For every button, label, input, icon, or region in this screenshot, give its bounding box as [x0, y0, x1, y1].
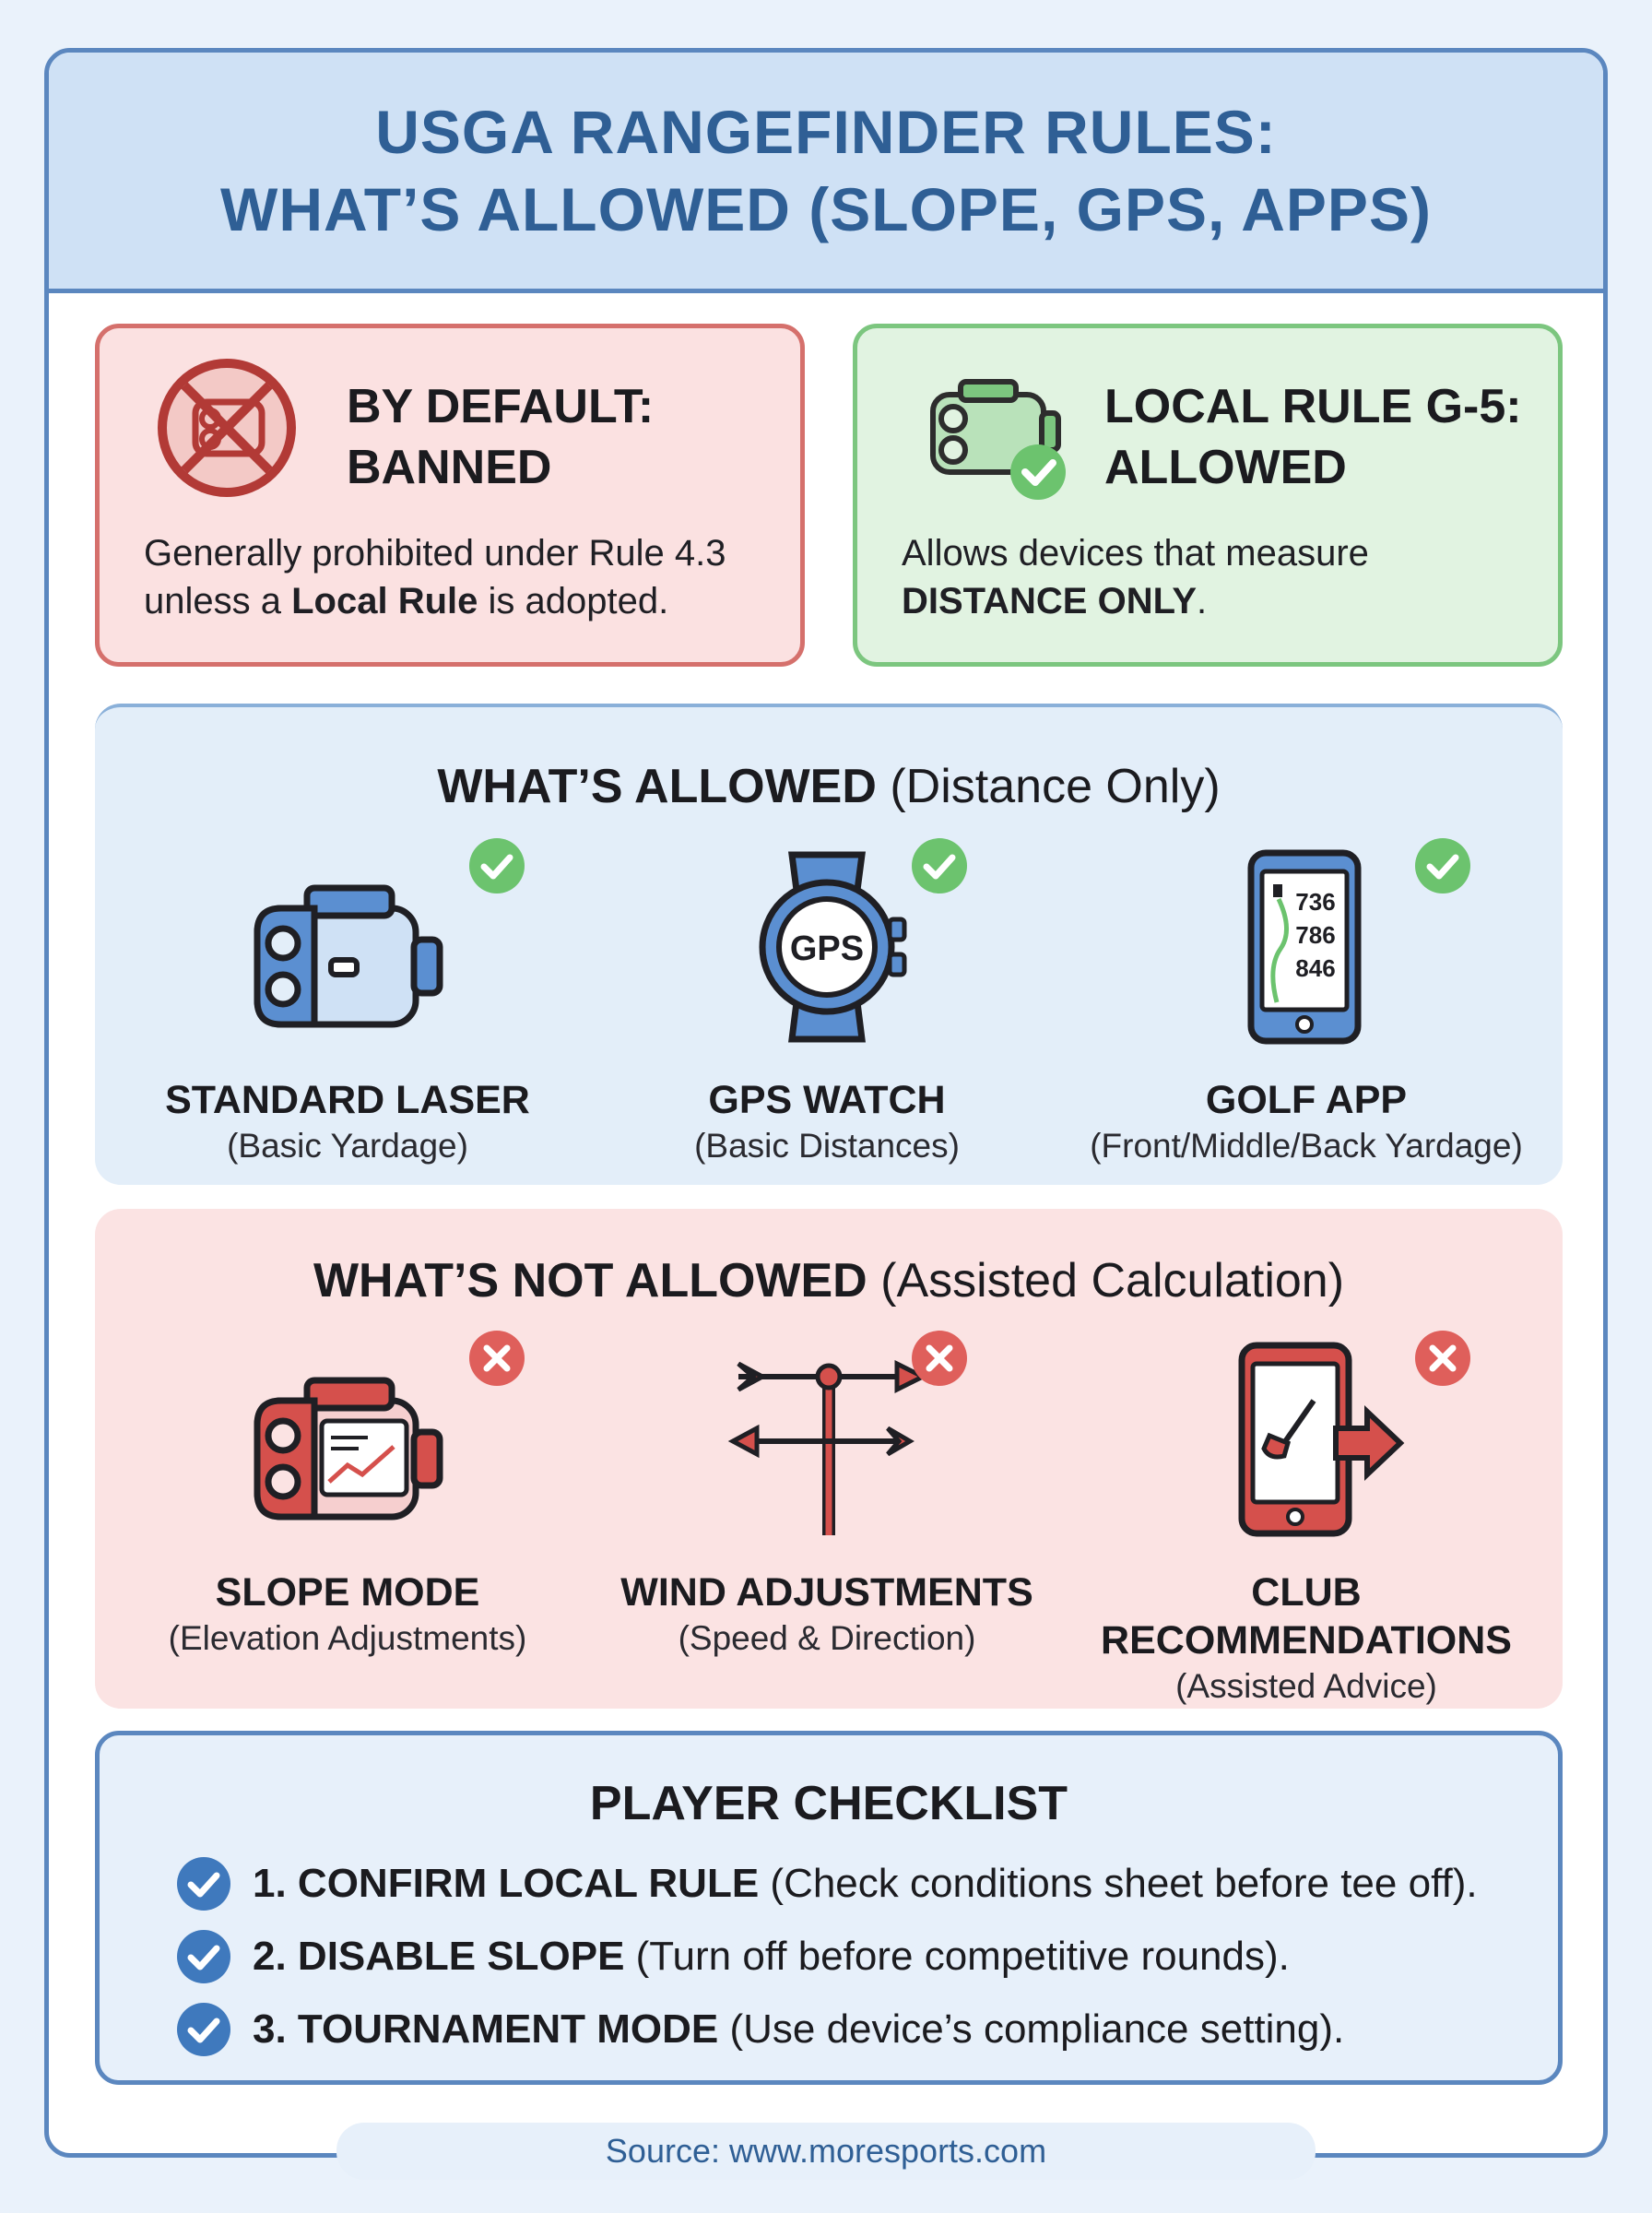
- check-circle-icon: [177, 1857, 230, 1911]
- not-allowed-item-slope-mode: SLOPE MODE (Elevation Adjustments): [108, 1331, 587, 1661]
- check-circle-icon: [177, 1930, 230, 1983]
- local-rule-title: LOCAL RULE G-5: ALLOWED: [1104, 380, 1522, 494]
- not-allowed-section: WHAT’S NOT ALLOWED (Assisted Calculation…: [95, 1209, 1563, 1709]
- item-sub: (Front/Middle/Back Yardage): [1090, 1127, 1523, 1165]
- gps-watch-icon: GPS: [759, 851, 907, 1043]
- check-circle-icon: [177, 2003, 230, 2056]
- item-sub: (Elevation Adjustments): [168, 1619, 527, 1657]
- default-title: BY DEFAULT: BANNED: [347, 380, 655, 494]
- checklist-item: 2. DISABLE SLOPE (Turn off before compet…: [175, 1924, 1290, 1989]
- allowed-item-gps-watch: GPS GPS WATCH (Basic Distances): [587, 838, 1067, 1168]
- rangefinder-check-icon: [930, 379, 1066, 500]
- local-rule-card: LOCAL RULE G-5: ALLOWED Allows devices t…: [853, 324, 1563, 667]
- check-badge-icon: [1415, 838, 1470, 893]
- laser-rangefinder-icon: [254, 884, 443, 1028]
- page-title-line1: USGA RANGEFINDER RULES:: [375, 98, 1277, 166]
- item-name: CLUB RECOMMENDATIONS: [1101, 1570, 1512, 1663]
- source-link[interactable]: Source: www.moresports.com: [336, 2123, 1316, 2180]
- page-header: USGA RANGEFINDER RULES: WHAT’S ALLOWED (…: [49, 53, 1603, 293]
- no-rangefinder-icon: [158, 359, 296, 497]
- checklist-item: 3. TOURNAMENT MODE (Use device’s complia…: [175, 1997, 1344, 2062]
- checklist-title: PLAYER CHECKLIST: [589, 1777, 1068, 1830]
- item-name: GPS WATCH: [708, 1078, 946, 1122]
- local-rule-description: Allows devices that measure DISTANCE ONL…: [902, 533, 1369, 621]
- item-name: GOLF APP: [1205, 1078, 1408, 1122]
- not-allowed-section-title: WHAT’S NOT ALLOWED (Assisted Calculation…: [313, 1254, 1345, 1308]
- allowed-item-golf-app: 736 786 846 GOLF APP (Front/Middle/Back …: [1067, 838, 1546, 1168]
- x-badge-icon: [469, 1331, 525, 1386]
- x-badge-icon: [912, 1331, 967, 1386]
- checklist-item: 1. CONFIRM LOCAL RULE (Check conditions …: [175, 1852, 1478, 1916]
- not-allowed-item-wind: WIND ADJUSTMENTS (Speed & Direction): [587, 1331, 1067, 1661]
- item-sub: (Assisted Advice): [1175, 1667, 1437, 1705]
- x-badge-icon: [1415, 1331, 1470, 1386]
- default-description: Generally prohibited under Rule 4.3 unle…: [144, 533, 726, 621]
- not-allowed-item-club-recommendations: CLUB RECOMMENDATIONS (Assisted Advice): [1067, 1331, 1546, 1709]
- default-banned-card: BY DEFAULT: BANNED Generally prohibited …: [95, 324, 805, 667]
- item-sub: (Basic Distances): [694, 1127, 960, 1165]
- gps-watch-label: GPS: [790, 929, 864, 968]
- app-yardage-back: 846: [1295, 954, 1335, 982]
- infographic-frame: USGA RANGEFINDER RULES: WHAT’S ALLOWED (…: [44, 48, 1608, 2158]
- slope-rangefinder-icon: [254, 1377, 443, 1521]
- allowed-section-title: WHAT’S ALLOWED (Distance Only): [437, 760, 1221, 813]
- app-yardage-front: 736: [1295, 888, 1335, 916]
- weathervane-icon: [727, 1359, 928, 1535]
- item-sub: (Speed & Direction): [678, 1619, 976, 1657]
- golf-app-phone-icon: 736 786 846: [1247, 849, 1362, 1045]
- app-yardage-middle: 786: [1295, 921, 1335, 949]
- allowed-section: WHAT’S ALLOWED (Distance Only) STANDARD: [95, 704, 1563, 1185]
- item-sub: (Basic Yardage): [227, 1127, 468, 1165]
- page-title-line2: WHAT’S ALLOWED (SLOPE, GPS, APPS): [220, 175, 1432, 243]
- item-name: STANDARD LASER: [165, 1078, 530, 1122]
- check-badge-icon: [912, 838, 967, 893]
- check-badge-icon: [469, 838, 525, 893]
- player-checklist: PLAYER CHECKLIST 1. CONFIRM LOCAL RULE (…: [95, 1731, 1563, 2085]
- item-name: SLOPE MODE: [215, 1570, 480, 1615]
- allowed-item-standard-laser: STANDARD LASER (Basic Yardage): [108, 838, 587, 1168]
- item-name: WIND ADJUSTMENTS: [620, 1570, 1033, 1615]
- club-phone-icon: [1238, 1342, 1405, 1537]
